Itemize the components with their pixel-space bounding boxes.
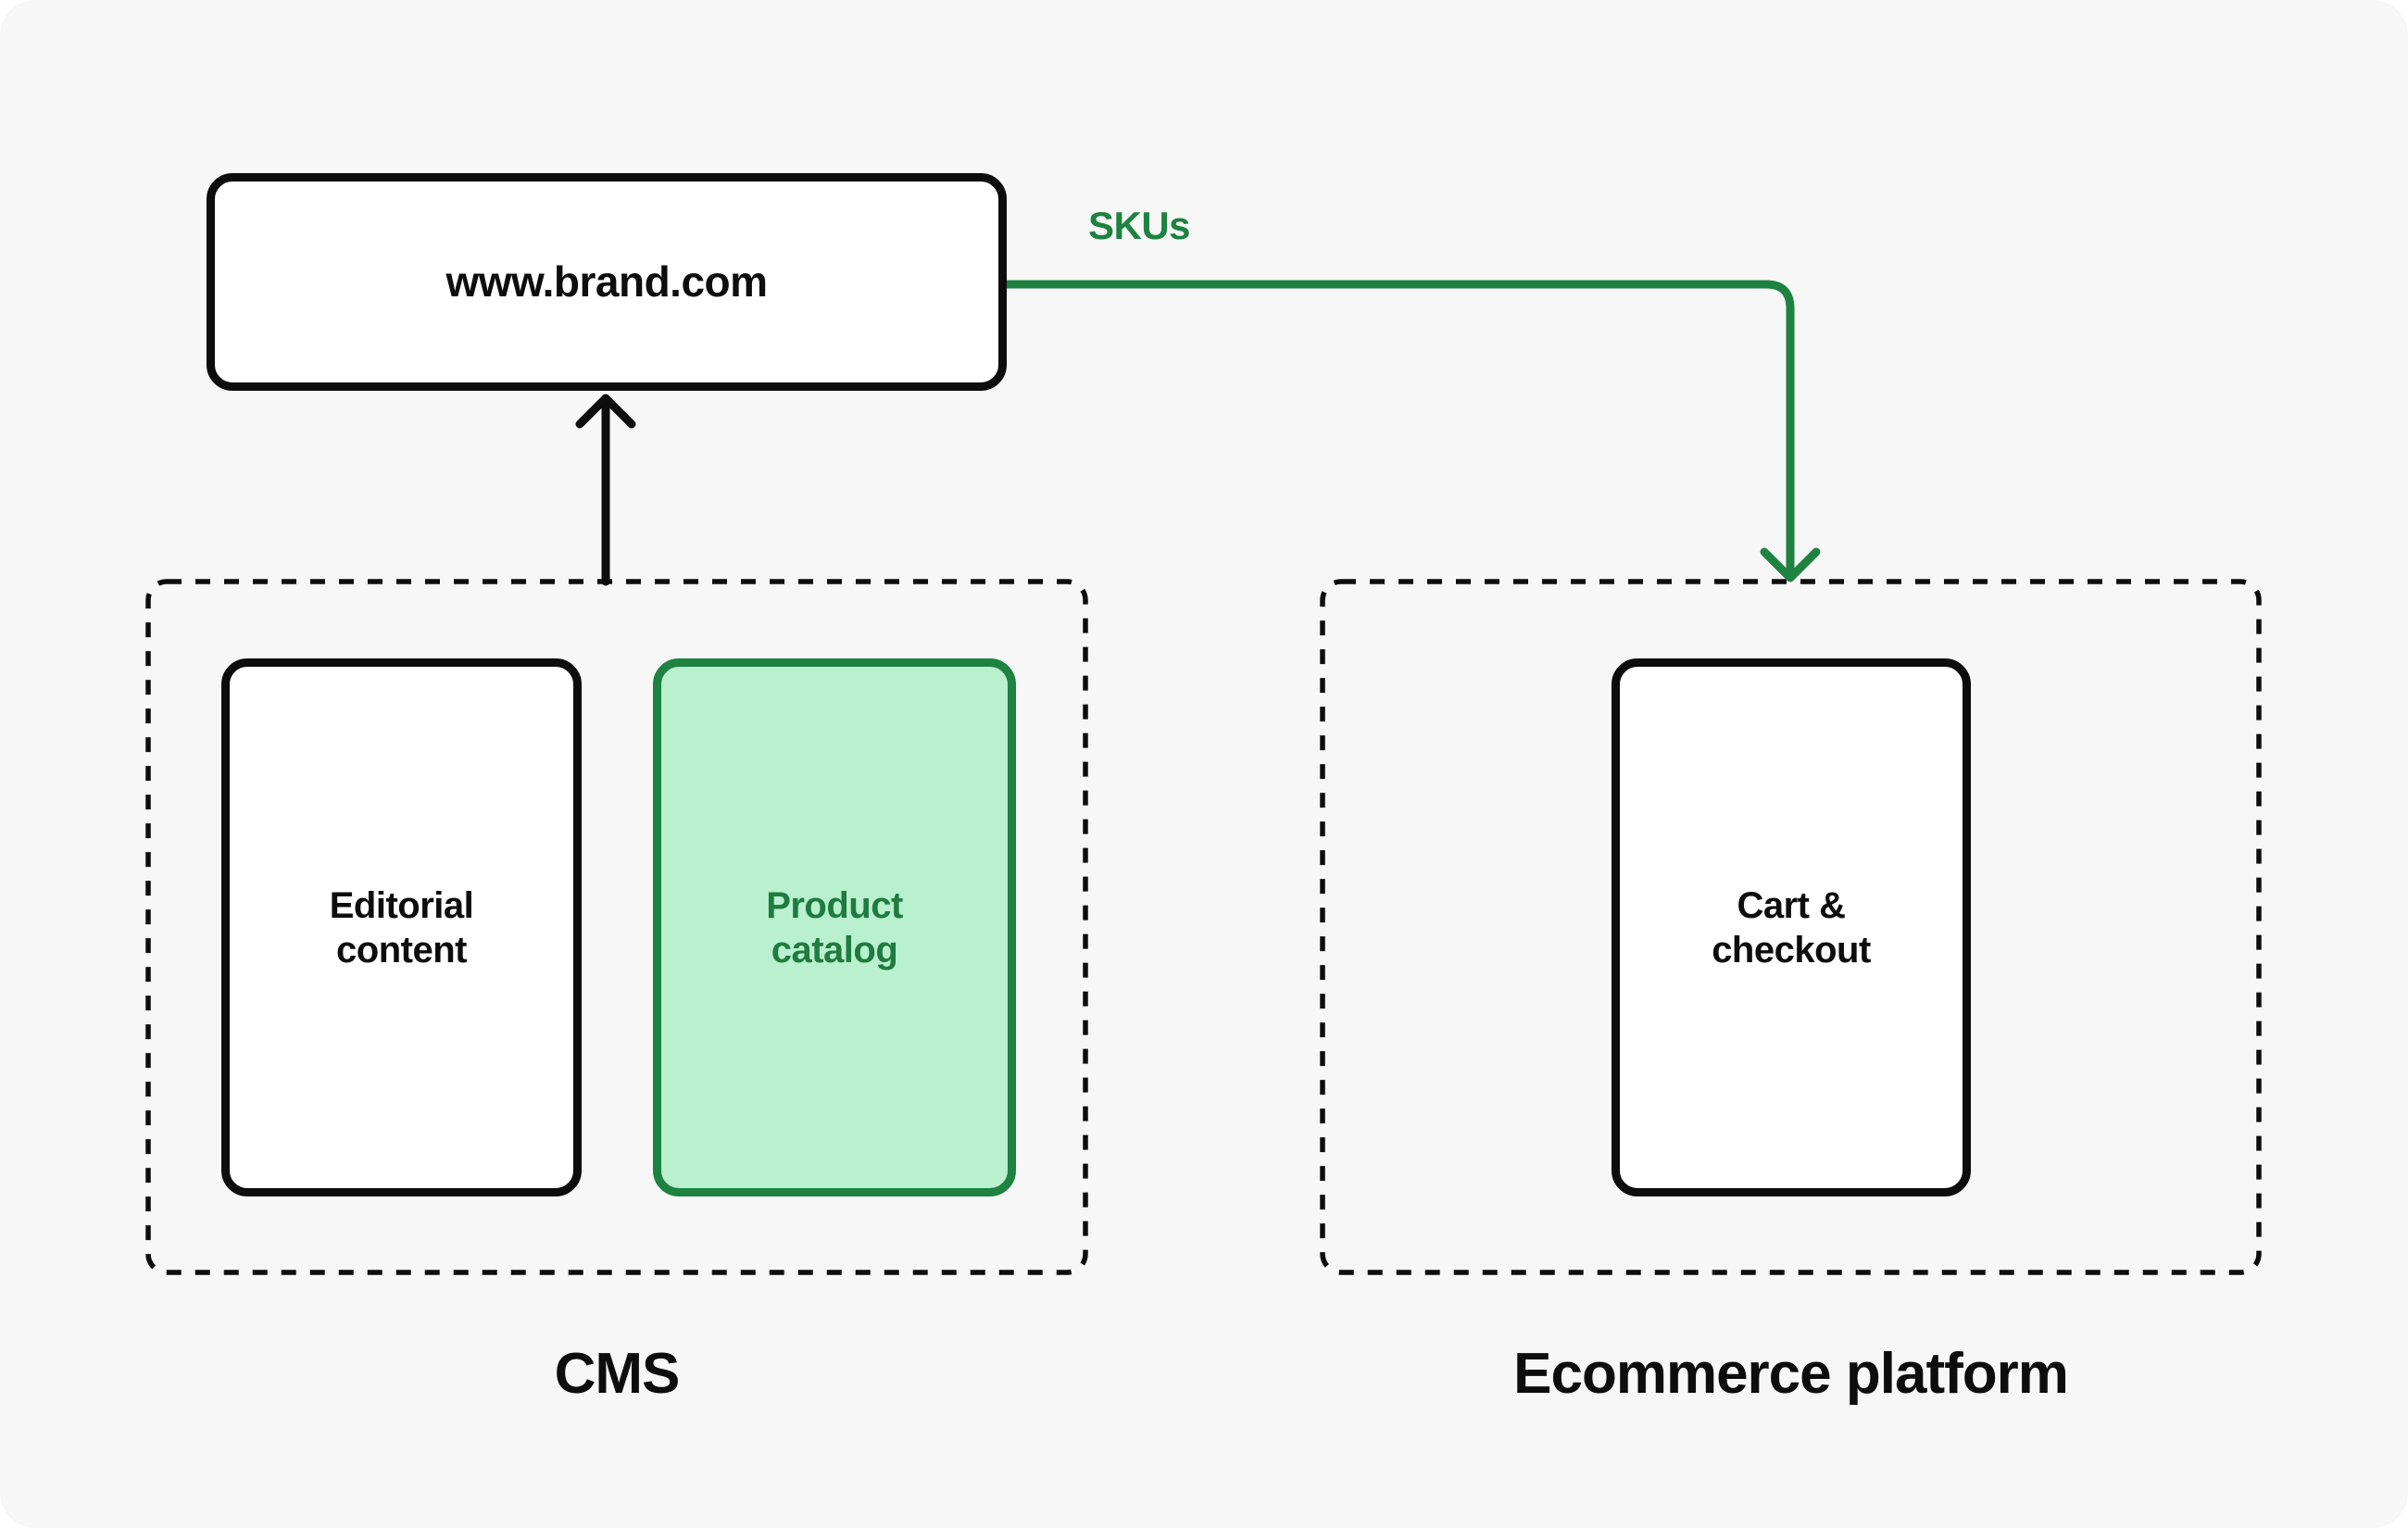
cms-group-caption: CMS [554, 1342, 681, 1406]
product-catalog-node: Product catalog [653, 658, 1016, 1196]
product-catalog-label: Product catalog [766, 884, 903, 971]
editorial-content-node: Editorial content [221, 658, 582, 1196]
cart-checkout-node: Cart & checkout [1612, 658, 1971, 1196]
ecommerce-group-caption: Ecommerce platform [1513, 1342, 2069, 1406]
website-node: www.brand.com [207, 173, 1007, 391]
cart-checkout-label: Cart & checkout [1712, 884, 1871, 971]
sku-arrow-label: SKUs [1088, 204, 1191, 247]
website-node-label: www.brand.com [445, 257, 768, 306]
editorial-content-label: Editorial content [329, 884, 474, 971]
